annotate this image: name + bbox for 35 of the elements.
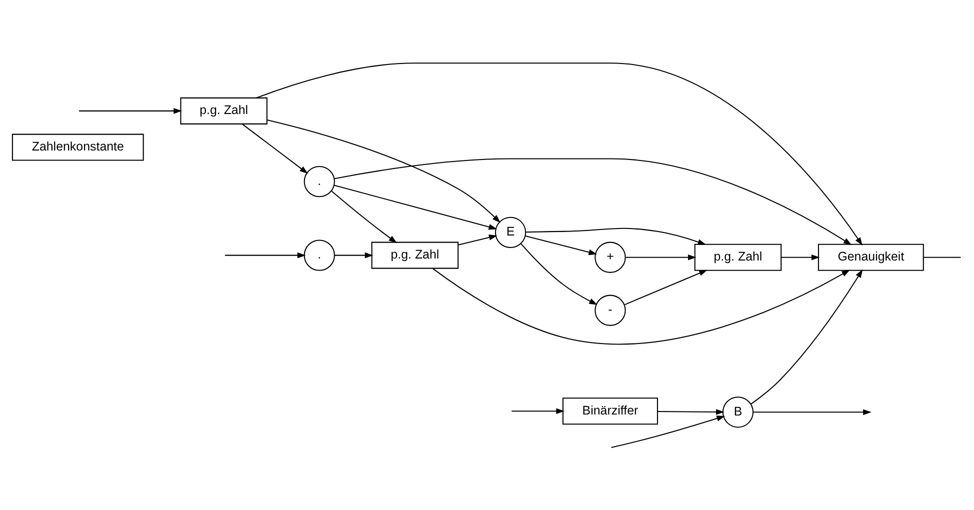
arrow [750, 268, 863, 404]
arrow [242, 123, 308, 174]
arrow [334, 158, 852, 245]
arrow [754, 408, 872, 415]
arrow [334, 252, 374, 258]
node-circle: - [594, 294, 626, 326]
arrow [624, 269, 708, 305]
node-box: Genauigkeit [818, 243, 924, 270]
connector [924, 256, 961, 258]
arrow [512, 408, 564, 414]
node-box: p.g. Zahl [694, 243, 782, 270]
node-circle: E [494, 216, 526, 248]
arrow [331, 190, 397, 243]
arrow [267, 118, 500, 222]
arrow [526, 227, 706, 244]
node-circle: + [594, 241, 626, 272]
node-box: Binärziffer [562, 397, 658, 424]
arrow [626, 254, 696, 260]
arrow [658, 408, 724, 414]
arrow [525, 235, 598, 255]
arrow [458, 234, 498, 246]
arrow [256, 62, 862, 246]
arrow [432, 268, 850, 344]
node-box: p.g. Zahl [180, 96, 268, 124]
arrow [334, 184, 498, 230]
node-circle: . [304, 165, 335, 197]
arrow [781, 254, 820, 260]
node-box: Zahlenkonstante [12, 133, 144, 160]
node-box: p.g. Zahl [371, 241, 459, 268]
node-circle: B [722, 396, 754, 428]
node-circle: . [304, 239, 335, 270]
arrow [79, 108, 182, 114]
arrow [520, 242, 598, 304]
arrow [224, 252, 306, 258]
arrow [611, 415, 726, 448]
